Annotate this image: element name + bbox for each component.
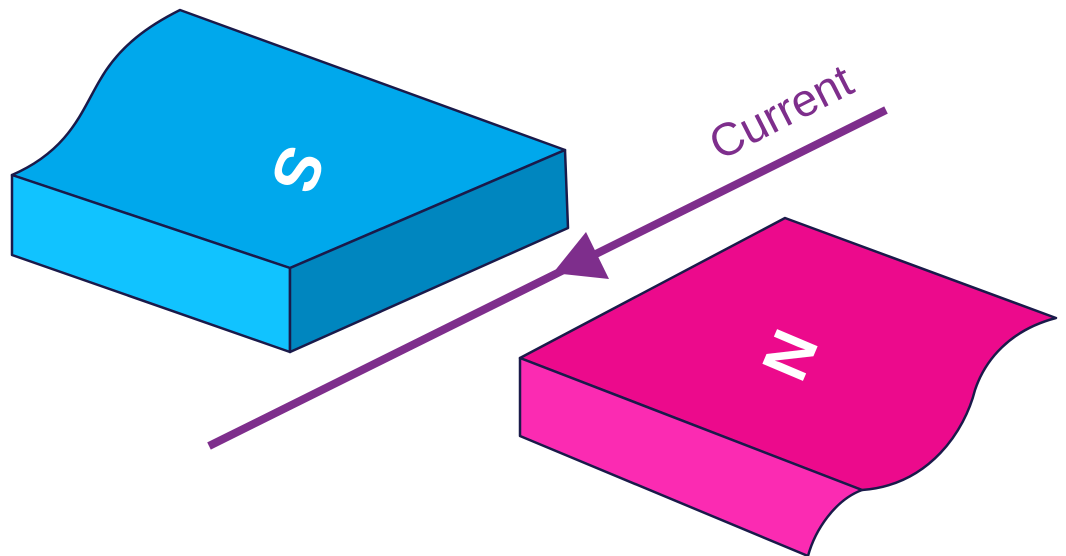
wire-line [207,106,888,450]
arrow-head-icon [553,232,609,279]
south-magnet-side [288,148,570,354]
south-magnet-top [10,8,567,270]
south-magnet: S [10,8,570,354]
north-magnet-top [518,216,1058,492]
current-label: Current [701,54,861,170]
